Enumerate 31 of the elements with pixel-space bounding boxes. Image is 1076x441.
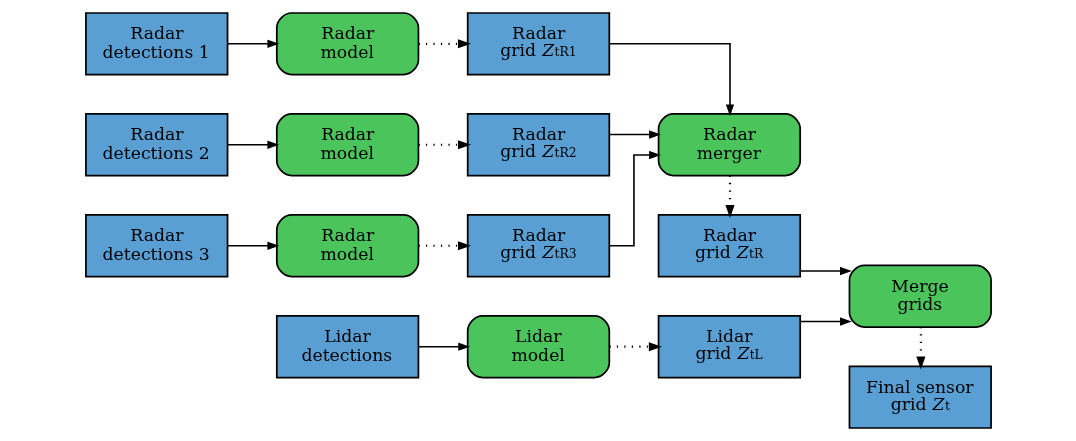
node-box: Merge grids [848,264,992,328]
node-box: Radar merger [657,113,801,177]
node-box: Radar detections 3 [84,214,228,278]
arrow [417,342,470,351]
node-box: Lidar model [466,315,610,379]
arrow [724,175,735,219]
node-box: Lidar grid ZtL [657,315,801,379]
arrow [608,130,661,139]
arrow [418,140,471,150]
node-box: Radar model [275,113,419,177]
node-box: Radar detections 1 [84,12,228,76]
arrow [799,266,852,276]
arrow [418,241,471,251]
arrow [608,43,734,117]
arrow [608,150,661,247]
node-box: Radar grid ZtR2 [466,113,610,177]
node-box: Radar grid ZtR [657,214,801,278]
arrow [418,39,471,49]
node-box: Final sensor grid Zt [848,365,992,429]
arrow [799,317,852,326]
node-box: Radar model [275,214,419,278]
arrow [609,342,662,352]
node-box: Radar model [275,12,419,76]
arrow [226,39,279,48]
node-box: Radar grid ZtR1 [466,12,610,76]
arrow [226,241,279,250]
node-box: Lidar detections [275,315,419,379]
node-box: Radar detections 2 [84,113,228,177]
node-box: Radar grid ZtR3 [466,214,610,278]
arrow [915,327,925,370]
arrow [226,140,279,149]
